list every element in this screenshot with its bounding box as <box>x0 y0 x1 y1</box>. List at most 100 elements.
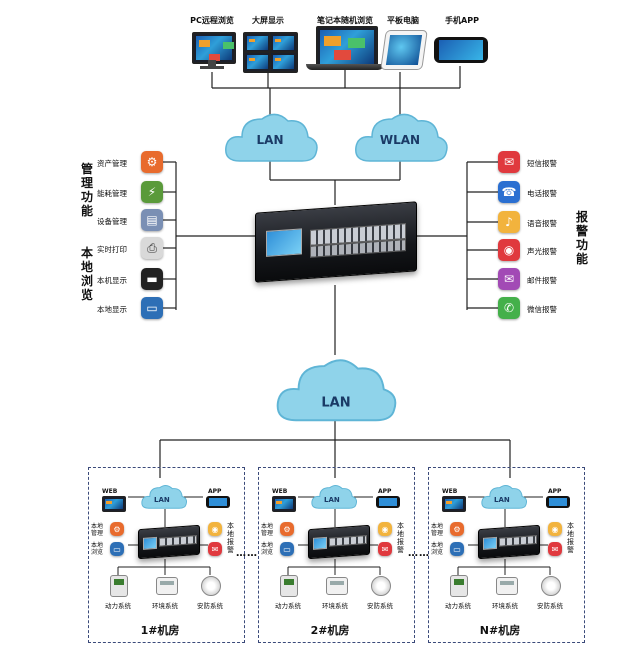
left-item-host-display: 本机显示 <box>97 276 127 285</box>
mail-icon: ✉ <box>498 268 520 290</box>
power-meter-icon <box>110 575 128 597</box>
room-local-manage: 本地管理 <box>261 523 274 537</box>
room-system-security: 安防系统 <box>537 602 563 610</box>
client-label-bigscreen: 大屏显示 <box>252 16 284 25</box>
right-item-mail: 邮件报警 <box>527 276 557 285</box>
room-host-device <box>138 524 200 560</box>
room-system-env: 环境系统 <box>322 602 348 610</box>
room-sms-alarm-icon: ✉ <box>548 542 562 556</box>
laptop-screen-icon <box>316 26 378 68</box>
room-system-power: 动力系统 <box>445 602 471 610</box>
env-sensor-icon <box>156 577 178 595</box>
room-manage-icon: ⚙ <box>450 522 464 536</box>
pc-base <box>200 66 224 69</box>
room-lan-cloud-icon <box>311 484 358 509</box>
room-web-icon <box>442 496 466 512</box>
room-title: N#机房 <box>479 624 521 637</box>
left-title-manage: 管理功能 <box>80 162 93 218</box>
room-local-browse: 本地浏览 <box>261 542 274 556</box>
room-light-alarm-icon: ◉ <box>378 522 392 536</box>
printer-icon: ⎙ <box>141 237 163 259</box>
env-sensor-icon <box>326 577 348 595</box>
client-label-pc: PC远程浏览 <box>190 16 234 25</box>
room-host-device <box>478 524 540 560</box>
phone-icon <box>434 37 488 63</box>
client-label-phone: 手机APP <box>445 16 479 25</box>
room-local-browse: 本地浏览 <box>431 542 444 556</box>
monitoring-host-device <box>255 201 417 283</box>
right-item-sms: 短信报警 <box>527 159 557 168</box>
wlan-label: WLAN <box>379 133 421 147</box>
energy-icon: ⚡ <box>141 181 163 203</box>
right-item-light: 声光报警 <box>527 247 557 256</box>
room-system-env: 环境系统 <box>492 602 518 610</box>
asset-icon: ⚙ <box>141 151 163 173</box>
security-detector-icon <box>371 576 391 596</box>
pc-stand <box>208 60 216 66</box>
room-web-icon <box>102 496 126 512</box>
room-host-device <box>308 524 370 560</box>
core-lan-cloud-icon <box>276 359 397 422</box>
lan-cloud-icon <box>225 113 318 162</box>
room-title: 1#机房 <box>140 624 180 637</box>
sms-icon: ✉ <box>498 151 520 173</box>
room-title: 2#机房 <box>310 624 350 637</box>
power-meter-icon <box>280 575 298 597</box>
room-light-alarm-icon: ◉ <box>548 522 562 536</box>
room-system-security: 安防系统 <box>197 602 223 610</box>
room-system-power: 动力系统 <box>275 602 301 610</box>
room-panel <box>428 467 585 643</box>
room-system-power: 动力系统 <box>105 602 131 610</box>
left-item-energy: 能耗管理 <box>97 189 127 198</box>
left-title-local: 本地浏览 <box>80 246 93 302</box>
room-local-manage: 本地管理 <box>91 523 104 537</box>
room-web-icon <box>272 496 296 512</box>
monitor-icon: ▭ <box>141 297 163 319</box>
security-detector-icon <box>541 576 561 596</box>
host-lcd-screen <box>266 228 302 257</box>
room-local-alarm: 本地报警 <box>227 522 234 554</box>
room-phone-icon <box>206 496 230 508</box>
room-phone-icon <box>546 496 570 508</box>
left-item-asset: 资产管理 <box>97 159 127 168</box>
room-browse-icon: ▭ <box>110 542 124 556</box>
room-web-label: WEB <box>102 488 118 495</box>
core-lan-label: LAN <box>321 395 351 411</box>
left-item-print: 实时打印 <box>97 245 127 254</box>
tablet-icon <box>380 30 428 70</box>
bigscreen-panel-icon <box>269 51 298 73</box>
room-app-label: APP <box>378 488 392 495</box>
laptop-base <box>306 64 384 70</box>
room-manage-icon: ⚙ <box>280 522 294 536</box>
right-item-phone: 电话报警 <box>527 189 557 198</box>
client-label-laptop: 笔记本随机浏览 <box>317 16 373 25</box>
lan-label: LAN <box>256 133 284 147</box>
room-system-env: 环境系统 <box>152 602 178 610</box>
room-lan-label: LAN <box>154 496 170 504</box>
right-title: 报警功能 <box>575 210 588 266</box>
wlan-cloud-icon <box>355 113 448 162</box>
room-separator: …… <box>236 548 258 559</box>
right-item-voice: 语音报警 <box>527 219 557 228</box>
voice-icon: ♪ <box>498 211 520 233</box>
room-local-alarm: 本地报警 <box>397 522 404 554</box>
left-item-local-display: 本地显示 <box>97 305 127 314</box>
room-lan-label: LAN <box>324 496 340 504</box>
room-separator: …… <box>408 548 430 559</box>
room-web-label: WEB <box>442 488 458 495</box>
room-browse-icon: ▭ <box>280 542 294 556</box>
security-detector-icon <box>201 576 221 596</box>
room-local-manage: 本地管理 <box>431 523 444 537</box>
room-app-label: APP <box>208 488 222 495</box>
power-meter-icon <box>450 575 468 597</box>
room-sms-alarm-icon: ✉ <box>378 542 392 556</box>
room-browse-icon: ▭ <box>450 542 464 556</box>
room-local-browse: 本地浏览 <box>91 542 104 556</box>
room-app-label: APP <box>548 488 562 495</box>
room-light-alarm-icon: ◉ <box>208 522 222 536</box>
room-phone-icon <box>376 496 400 508</box>
device-icon: ▤ <box>141 209 163 231</box>
host-display-icon: ▬ <box>141 268 163 290</box>
room-lan-cloud-icon <box>141 484 188 509</box>
right-item-wechat: 微信报警 <box>527 305 557 314</box>
